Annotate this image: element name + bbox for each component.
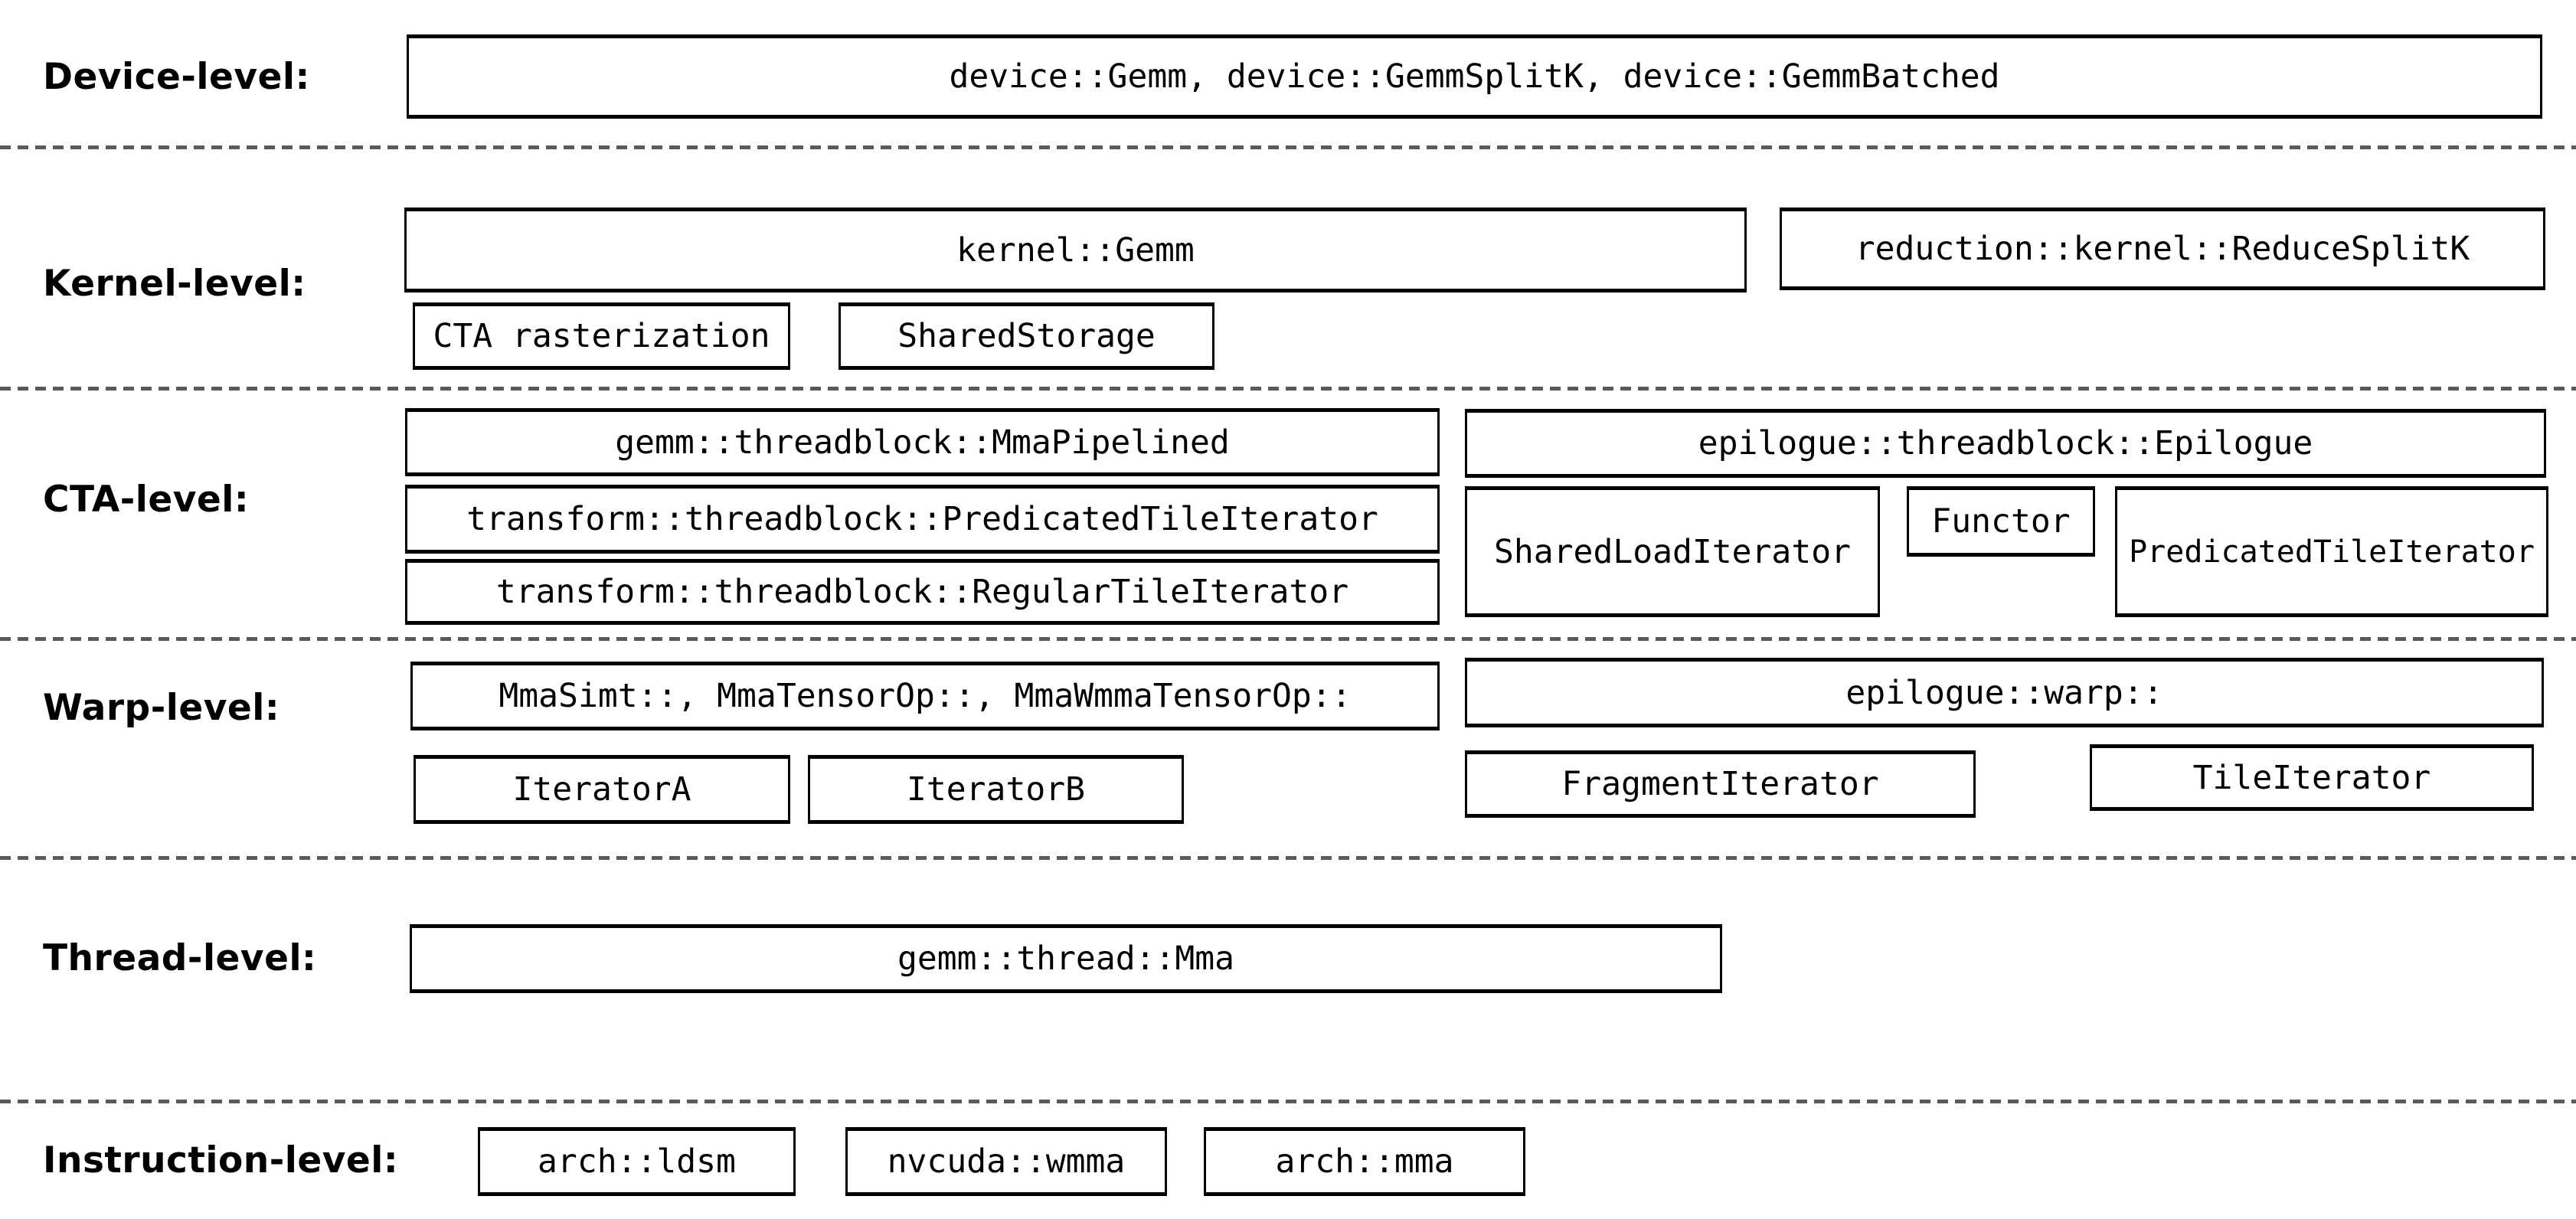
warp-level-label: Warp-level: [43, 686, 280, 729]
cta-rasterization-box: CTA rasterization [413, 302, 790, 370]
regular-tile-iterator-box: transform::threadblock::RegularTileItera… [405, 559, 1440, 625]
separator-warp-thread [0, 856, 2576, 860]
instruction-level-label: Instruction-level: [43, 1139, 399, 1181]
separator-cta-warp [0, 637, 2576, 641]
shared-storage-box: SharedStorage [839, 302, 1214, 370]
shared-load-iterator-box: SharedLoadIterator [1465, 486, 1880, 617]
thread-level-label: Thread-level: [43, 936, 317, 979]
device-gemm-box: device::Gemm, device::GemmSplitK, device… [407, 34, 2542, 119]
fragment-iterator-box: FragmentIterator [1465, 750, 1976, 818]
iterator-b-box: IteratorB [808, 755, 1184, 824]
reduce-splitk-box: reduction::kernel::ReduceSplitK [1780, 208, 2545, 290]
iterator-a-box: IteratorA [414, 755, 790, 824]
tile-iterator-box: TileIterator [2090, 744, 2534, 811]
device-level-label: Device-level: [43, 55, 310, 98]
functor-box: Functor [1907, 486, 2095, 557]
predicated-tile-iterator-box: transform::threadblock::PredicatedTileIt… [405, 485, 1440, 554]
kernel-gemm-box: kernel::Gemm [404, 208, 1747, 292]
cta-level-label: CTA-level: [43, 478, 250, 521]
arch-mma-box: arch::mma [1204, 1127, 1525, 1196]
thread-mma-box: gemm::thread::Mma [410, 924, 1722, 993]
kernel-level-label: Kernel-level: [43, 262, 306, 305]
epilogue-threadblock-box: epilogue::threadblock::Epilogue [1465, 409, 2546, 478]
separator-kernel-cta [0, 387, 2576, 391]
separator-device-kernel [0, 145, 2576, 149]
warp-mma-box: MmaSimt::, MmaTensorOp::, MmaWmmaTensorO… [410, 662, 1440, 730]
epilogue-predicated-tile-iterator-box: PredicatedTileIterator [2115, 486, 2548, 617]
separator-thread-instruction [0, 1100, 2576, 1103]
epilogue-warp-box: epilogue::warp:: [1465, 658, 2544, 727]
mma-pipelined-box: gemm::threadblock::MmaPipelined [405, 408, 1440, 476]
arch-ldsm-box: arch::ldsm [478, 1127, 796, 1196]
nvcuda-wmma-box: nvcuda::wmma [845, 1127, 1167, 1196]
